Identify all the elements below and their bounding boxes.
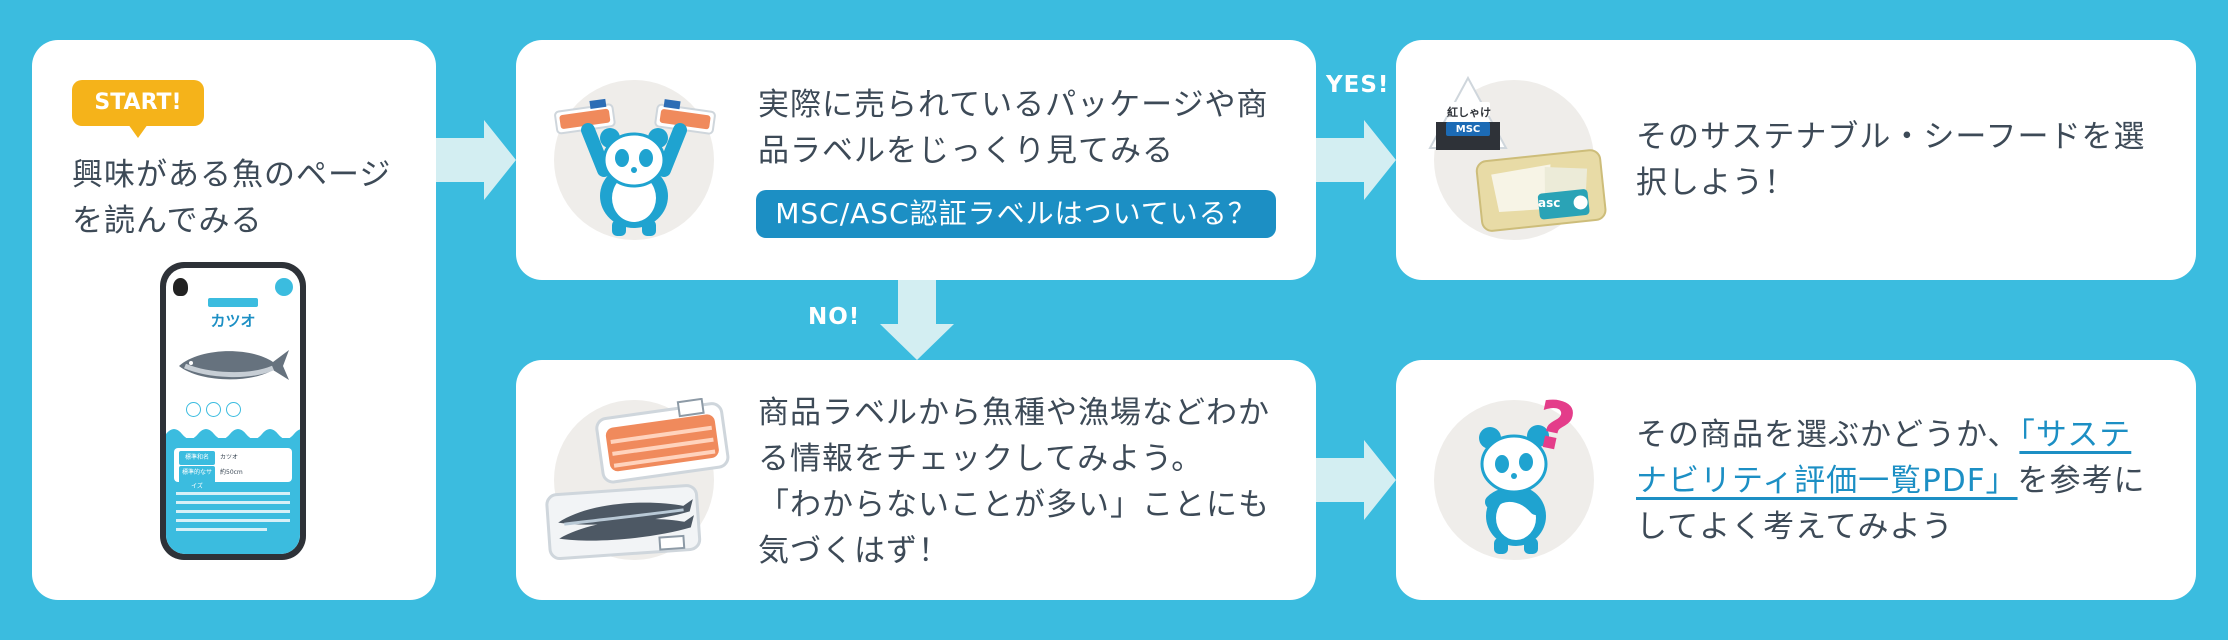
share-line-icon[interactable] [226,402,241,417]
start-card: START! 興味がある魚のページ を読んでみる カツオ 標準和名 [32,40,436,600]
start-badge-pointer [128,124,148,138]
consider-line1: その商品を選ぶかどうか、「サステ [1636,412,2176,458]
arrow-down-no [880,280,954,360]
consider-line3: してよく考えてみよう [1636,509,1954,545]
sustainability-pdf-link[interactable]: 「サステ [2019,417,2132,453]
consider-line2: ナビリティ評価一覧PDF」を参考に [1636,458,2176,504]
phone-body-text [176,492,290,537]
yes-result-line1: そのサステナブル・シーフードを選 [1636,119,2146,155]
no-result-text: 商品ラベルから魚種や漁場などわか る情報をチェックしてみよう。 「わからないこと… [758,390,1298,574]
package-card: 実際に売られているパッケージや商 品ラベルをじっくり見てみる MSC/ASC認証… [516,40,1316,280]
consider-card: ? その商品を選ぶかどうか、「サステ ナビリティ評価一覧PDF」を参考に してよ… [1396,360,2196,600]
start-badge: START! [72,80,204,126]
fish-illustration [179,350,289,380]
menu-button[interactable] [275,278,293,296]
arrow-right-yes [1316,120,1396,200]
yes-result-line2: 択しよう！ [1636,165,1796,201]
phone-info-box: 標準和名 カツオ 標準的なサイズ 約50cm [174,448,292,494]
phone-tag [208,298,258,307]
consider-text: その商品を選ぶかどうか、「サステ ナビリティ評価一覧PDF」を参考に してよく考… [1636,412,2176,550]
share-twitter-icon[interactable] [186,402,201,417]
wwf-logo [173,278,188,296]
msc-asc-question: MSC/ASC認証ラベルはついている？ [756,190,1276,238]
phone-info-section: 標準和名 カツオ 標準的なサイズ 約50cm [166,438,300,554]
package-text: 実際に売られているパッケージや商 品ラベルをじっくり見てみる [758,82,1298,174]
arrow-right-1 [436,120,516,200]
info-value-2: 約50cm [220,469,243,476]
package-text-line2: 品ラベルをじっくり見てみる [758,133,1174,169]
phone-mockup: カツオ 標準和名 カツオ 標準的なサイズ 約50cm [160,262,306,560]
no-label: NO! [808,304,861,330]
yes-result-card: 紅しゃけ MSC asc そのサステナブル・シーフードを選 択しよう！ [1396,40,2196,280]
phone-screen: カツオ 標準和名 カツオ 標準的なサイズ 約50cm [166,268,300,554]
panda-holding-packs-icon [554,98,716,236]
no-result-card: 商品ラベルから魚種や漁場などわか る情報をチェックしてみよう。 「わからないこと… [516,360,1316,600]
consider-line2-suffix: を参考に [2017,463,2146,499]
start-text-line1: 興味がある魚のページ [72,157,392,193]
consider-line1-prefix: その商品を選ぶかどうか、 [1636,417,2020,453]
arrow-right-2 [1316,440,1396,520]
thinking-panda-icon [1479,425,1549,554]
yes-label: YES! [1326,72,1390,98]
fish-packs-icon [545,398,730,561]
package-text-line1: 実際に売られているパッケージや商 [758,87,1269,123]
info-label-1: 標準和名 [179,451,215,465]
info-label-2: 標準的なサイズ [179,466,215,494]
no-result-line2: る情報をチェックしてみよう。 [758,441,1204,477]
info-value-1: カツオ [220,454,239,461]
no-result-line1: 商品ラベルから魚種や漁場などわか [758,395,1270,431]
msc-logo-label: MSC [1455,124,1481,135]
yes-result-text: そのサステナブル・シーフードを選 択しよう！ [1636,114,2176,206]
sustainability-pdf-link-cont[interactable]: ナビリティ評価一覧PDF」 [1636,463,2018,499]
asc-logo-label: asc [1538,196,1561,210]
phone-fish-name: カツオ [210,312,256,330]
benishake-label: 紅しゃけ [1447,106,1491,119]
certified-products-icon [1428,75,1607,232]
no-result-line3: 「わからないことが多い」ことにも [758,487,1270,523]
no-result-line4: 気づくはず！ [758,533,950,569]
share-facebook-icon[interactable] [206,402,221,417]
start-text: 興味がある魚のページ を読んでみる [72,152,422,244]
start-text-line2: を読んでみる [72,203,263,239]
